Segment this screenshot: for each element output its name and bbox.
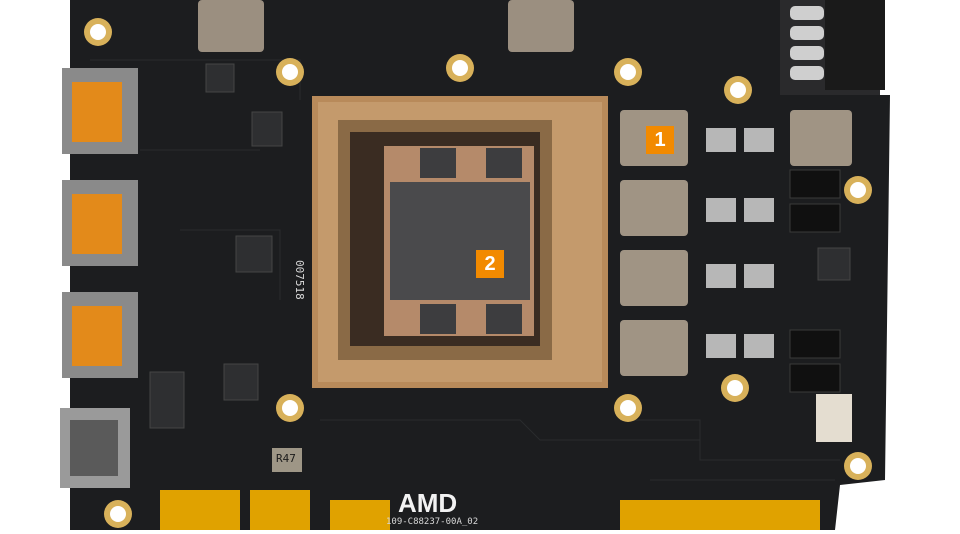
hbm-stack-4 <box>486 304 522 334</box>
gpu-package <box>312 96 608 388</box>
top-inductor-left <box>198 0 264 52</box>
callout-2: 2 <box>476 250 504 278</box>
display-ports <box>62 68 138 378</box>
fan-connector <box>816 394 852 442</box>
package-marking: 007518 <box>293 260 306 300</box>
inductor-r47 <box>272 448 302 472</box>
pcie-connector <box>160 490 820 530</box>
pcb-right-edge <box>880 0 960 95</box>
top-inductor-right <box>508 0 574 52</box>
pcb-traces <box>90 59 840 481</box>
hbm-stack-1 <box>420 148 456 178</box>
gpu-die <box>390 182 530 300</box>
vrm-components <box>706 128 774 358</box>
capacitors <box>789 169 841 393</box>
hbm-stack-3 <box>420 304 456 334</box>
inductor-marking: R47 <box>276 452 296 465</box>
amd-logo: AMD <box>398 488 458 518</box>
callout-1: 1 <box>646 126 674 154</box>
mounting-holes <box>84 18 872 528</box>
hbm-stack-2 <box>486 148 522 178</box>
power-connector <box>780 0 885 95</box>
misc-chips <box>149 63 851 429</box>
board-code: 109-C88237-00A_02 <box>386 517 479 527</box>
vrm-inductors <box>620 110 852 376</box>
hdmi-port <box>60 408 130 488</box>
